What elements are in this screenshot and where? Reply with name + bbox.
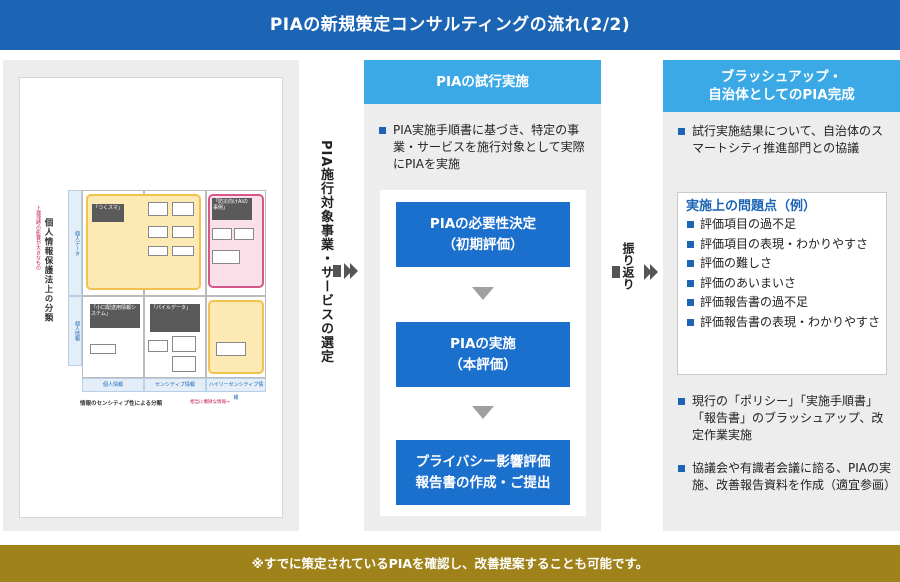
figure-box: 「小口配送用情報システム」 [90, 304, 140, 328]
figure-col-label: センシティブ情報 [144, 378, 206, 392]
figure-item [172, 226, 194, 238]
figure-item [234, 228, 254, 240]
step-line: PIAの必要性決定 [429, 216, 537, 232]
loop-label: 振り返り [621, 242, 635, 290]
figure-box: 「パイルデータ」 [150, 304, 200, 332]
highlight-region [208, 300, 264, 374]
issues-box: 実施上の問題点（例） 評価項目の過不足 評価項目の表現・わかりやすさ 評価の難し… [677, 192, 887, 375]
figure-item [148, 340, 168, 352]
issue-item: 評価報告書の過不足 [686, 293, 882, 313]
issue-item: 評価の難しさ [686, 254, 882, 274]
figure-y-label: 個人情報保護法上の分類 [43, 218, 53, 323]
completion-heading-line: 自治体としてのPIA完成 [708, 87, 855, 103]
trial-column: PIAの試行実施 PIA実施手順書に基づき、特定の事業・サービスを施行対象として… [364, 60, 601, 531]
issue-item: 評価項目の表現・わかりやすさ [686, 235, 882, 255]
figure-col-label: ハイリーセンシティブ情報 [206, 378, 266, 401]
figure-item [148, 226, 168, 238]
figure-item [172, 356, 196, 372]
figure-item [90, 344, 116, 354]
figure-col-label: 個人情報 [82, 378, 144, 392]
page-title: PIAの新規策定コンサルティングの流れ(2/2) [0, 0, 900, 50]
figure-panel: ←漏洩時の影響が大きなもの 個人情報保護法上の分類 個人データ 個人情報 「つく… [3, 60, 299, 531]
down-arrow-icon [472, 287, 494, 300]
step-line: （本評価） [449, 357, 517, 373]
figure-x-label: 情報のセンシティブ性による分類 [80, 401, 163, 407]
step-box: PIAの実施 （本評価） [396, 322, 570, 387]
issue-item: 評価項目の過不足 [686, 215, 882, 235]
issue-item: 評価報告書の表現・わかりやすさ [686, 313, 882, 333]
issue-item: 評価のあいまいさ [686, 274, 882, 294]
issues-list: 評価項目の過不足 評価項目の表現・わかりやすさ 評価の難しさ 評価のあいまいさ … [686, 215, 882, 332]
footer-note: ※すでに策定されているPIAを確認し、改善提案することも可能です。 [0, 545, 900, 582]
figure-box: 「つくスマ」 [92, 204, 124, 222]
completion-bullet: 試行実施結果について、自治体のスマートシティ推進部門との協議 [677, 123, 892, 157]
figure-box: 「防災向けAIの事例」 [212, 198, 252, 220]
figure-item [212, 250, 240, 264]
step-line: 報告書の作成・ご提出 [415, 475, 551, 491]
figure-row-label: 個人データ [68, 190, 82, 296]
step-line: プライバシー影響評価 [415, 454, 551, 470]
figure-item [148, 202, 168, 216]
step-line: PIAの実施 [450, 336, 516, 352]
figure-y-note: ←漏洩時の影響が大きなもの [35, 206, 41, 271]
figure-item [172, 202, 194, 216]
completion-bullet: 協議会や有識者会議に諮る、PIAの実施、改善報告資料を作成（適宜参画） [677, 460, 896, 494]
completion-heading: ブラッシュアップ・ 自治体としてのPIA完成 [663, 60, 900, 112]
trial-bullet: PIA実施手順書に基づき、特定の事業・サービスを施行対象として実際にPIAを実施 [378, 122, 593, 173]
figure-item [212, 228, 232, 240]
figure-item [172, 336, 196, 352]
step-container: PIAの必要性決定 （初期評価） PIAの実施 （本評価） プライバシー影響評価… [380, 190, 586, 516]
completion-column: ブラッシュアップ・ 自治体としてのPIA完成 試行実施結果について、自治体のスマ… [663, 60, 900, 531]
completion-bullet: 現行の「ポリシー」「実施手順書」「報告書」のブラッシュアップ、改定作業実施 [677, 393, 892, 444]
step-line: （初期評価） [442, 237, 524, 253]
trial-heading: PIAの試行実施 [364, 60, 601, 104]
figure-item [148, 246, 168, 256]
completion-heading-line: ブラッシュアップ・ [720, 69, 843, 85]
figure-item [172, 246, 194, 256]
figure-row-label: 個人情報 [68, 296, 82, 366]
down-arrow-icon [472, 406, 494, 419]
figure-x-note: 相当に機微な情報→ [190, 400, 230, 405]
step-box: PIAの必要性決定 （初期評価） [396, 202, 570, 267]
step-box: プライバシー影響評価 報告書の作成・ご提出 [396, 440, 570, 505]
selection-label: PIA施行対象事業・サービスの選定 [318, 140, 333, 364]
arrow-right-icon [612, 264, 658, 280]
matrix-figure: ←漏洩時の影響が大きなもの 個人情報保護法上の分類 個人データ 個人情報 「つく… [19, 77, 283, 518]
issues-title: 実施上の問題点（例） [686, 199, 817, 214]
arrow-right-icon [333, 263, 358, 279]
figure-item [216, 342, 246, 356]
